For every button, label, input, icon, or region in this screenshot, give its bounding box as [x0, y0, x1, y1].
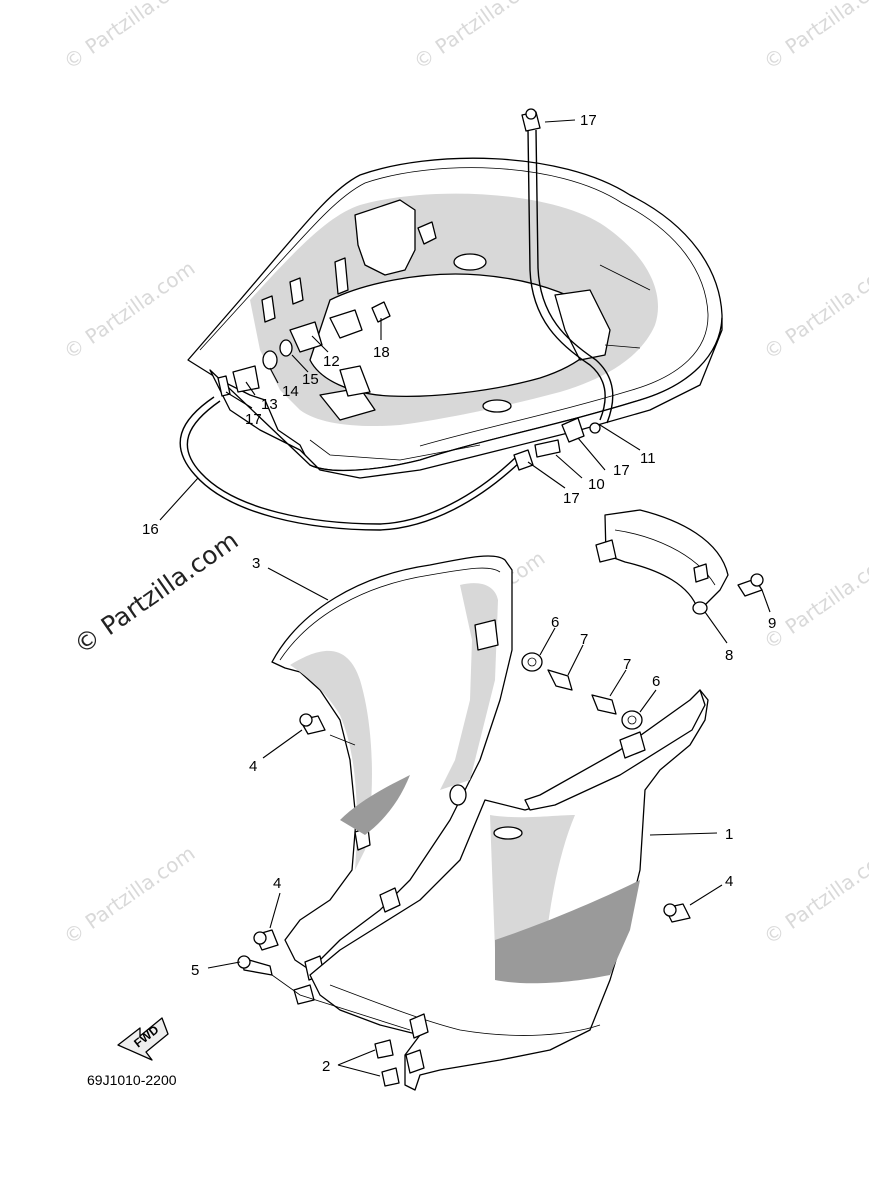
- watermark: © Partzilla.com: [759, 546, 869, 654]
- bracket-8: [595, 509, 764, 615]
- callout-15: 15: [302, 371, 319, 388]
- callout-6: 6: [652, 673, 660, 690]
- watermark: © Partzilla.com: [759, 256, 869, 364]
- callout-3: 3: [252, 555, 260, 572]
- callout-11: 11: [640, 450, 656, 467]
- callout-13: 13: [261, 396, 278, 413]
- callout-18: 18: [373, 344, 390, 361]
- watermark: © Partzilla.com: [759, 841, 869, 949]
- watermark: © Partzilla.com: [409, 0, 549, 74]
- callout-5: 5: [191, 962, 199, 979]
- bottom-cowling-right: [309, 689, 709, 1091]
- watermark: © Partzilla.com: [59, 0, 199, 74]
- diagram-code: 69J1010-2200: [87, 1072, 177, 1088]
- fwd-arrow: FWD: [117, 1017, 169, 1061]
- callout-7: 7: [623, 656, 631, 673]
- callout-1: 1: [725, 826, 733, 843]
- callouts: 17 18 12 15 14 13 17 11 17 10 17 16 3 6 …: [142, 112, 776, 1075]
- callout-17: 17: [613, 462, 630, 479]
- top-cowling: [187, 157, 723, 479]
- callout-10: 10: [588, 476, 605, 493]
- callout-6: 6: [551, 614, 559, 631]
- watermark: © Partzilla.com: [759, 0, 869, 74]
- fittings-upper: [217, 108, 601, 471]
- callout-9: 9: [768, 615, 776, 632]
- callout-12: 12: [323, 353, 340, 370]
- watermark-large: © Partzilla.com: [69, 526, 244, 660]
- callout-7: 7: [580, 631, 588, 648]
- bottom-cowling-left: [271, 555, 513, 981]
- callout-17: 17: [245, 411, 262, 428]
- callout-2: 2: [322, 1058, 330, 1075]
- watermarks: © Partzilla.com © Partzilla.com © Partzi…: [59, 0, 869, 949]
- leader-lines: [159, 119, 771, 1077]
- watermark: © Partzilla.com: [59, 256, 199, 364]
- callout-8: 8: [725, 647, 733, 664]
- callout-4: 4: [273, 875, 281, 892]
- callout-17: 17: [580, 112, 597, 129]
- callout-4: 4: [249, 758, 257, 775]
- callout-17: 17: [563, 490, 580, 507]
- hardware: [237, 652, 691, 1087]
- watermark: © Partzilla.com: [59, 841, 199, 949]
- callout-14: 14: [282, 383, 299, 400]
- hose: [179, 129, 614, 531]
- callout-16: 16: [142, 521, 159, 538]
- callout-4: 4: [725, 873, 733, 890]
